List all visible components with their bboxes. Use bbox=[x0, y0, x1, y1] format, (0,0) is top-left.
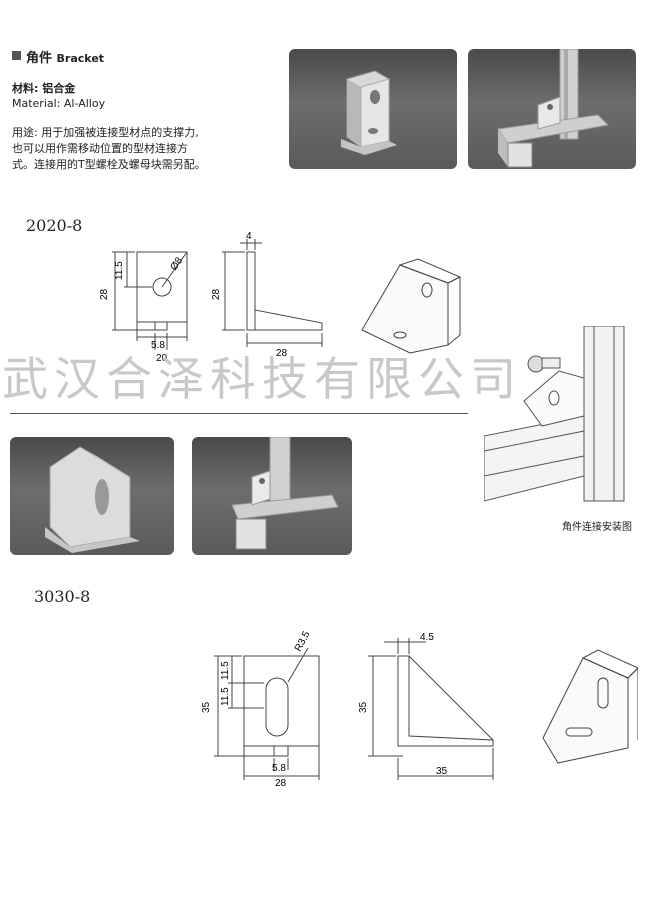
photo-bracket-3030 bbox=[10, 437, 174, 555]
model-label-2020: 2020-8 bbox=[26, 216, 83, 235]
drawing-2020: 28 11.5 Ø8 5.8 20 4 28 28 bbox=[100, 231, 462, 364]
material-cn: 材料: 铝合金 bbox=[12, 82, 76, 95]
dim-side-base-3030: 35 bbox=[436, 766, 448, 777]
dim-base-2020: 20 bbox=[156, 353, 168, 364]
photo-bracket-2020 bbox=[289, 49, 457, 169]
photo-install-3030 bbox=[192, 437, 352, 555]
title-cn: 角件 bbox=[26, 51, 53, 66]
drawing-3030: 35 11.5 11.5 R3.5 5.8 28 4.5 35 35 bbox=[201, 629, 638, 788]
title-en: Bracket bbox=[56, 52, 105, 65]
photo-install-2020 bbox=[468, 49, 636, 169]
install-illustration bbox=[484, 326, 625, 502]
dim-side-height-3030: 35 bbox=[358, 701, 369, 713]
company-watermark: 武汉合泽科技有限公司 bbox=[2, 352, 522, 406]
material-en: Material: Al-Alloy bbox=[12, 97, 106, 110]
page-title: 角件 Bracket bbox=[26, 47, 104, 66]
dim-top-offset-2020: 11.5 bbox=[114, 261, 125, 280]
dim-slot-2020: 5.8 bbox=[151, 340, 165, 351]
dim-side-height-2020: 28 bbox=[211, 288, 222, 300]
dim-height-2020: 28 bbox=[100, 288, 110, 300]
assembly-3030-image bbox=[231, 437, 339, 550]
dim-radius-3030: R3.5 bbox=[293, 629, 313, 653]
usage-line-2: 也可以用作需移动位置的型材连接方 bbox=[12, 142, 188, 155]
dim-thickness-3030: 4.5 bbox=[420, 632, 434, 643]
dim-base-3030: 28 bbox=[275, 778, 287, 788]
usage-line-3: 式。连接用的T型螺栓及螺母块需另配。 bbox=[12, 158, 206, 171]
section-divider bbox=[10, 413, 468, 414]
usage-line-1: 用途: 用于加强被连接型材点的支撑力, bbox=[12, 126, 199, 139]
dim-slot-offset-3030: 11.5 bbox=[220, 687, 231, 706]
dim-side-base-2020: 28 bbox=[276, 348, 288, 359]
dim-top-offset-3030: 11.5 bbox=[220, 661, 231, 680]
dim-height-3030: 35 bbox=[201, 701, 212, 713]
profile-assembly-image bbox=[497, 49, 610, 168]
install-caption: 角件连接安装图 bbox=[562, 522, 632, 533]
dim-slot-3030: 5.8 bbox=[272, 763, 286, 774]
dim-thickness-2020: 4 bbox=[246, 231, 252, 242]
bracket-3030-image bbox=[45, 446, 140, 553]
title-marker bbox=[12, 51, 21, 60]
model-label-3030: 3030-8 bbox=[34, 587, 91, 606]
bracket-image bbox=[341, 70, 397, 155]
